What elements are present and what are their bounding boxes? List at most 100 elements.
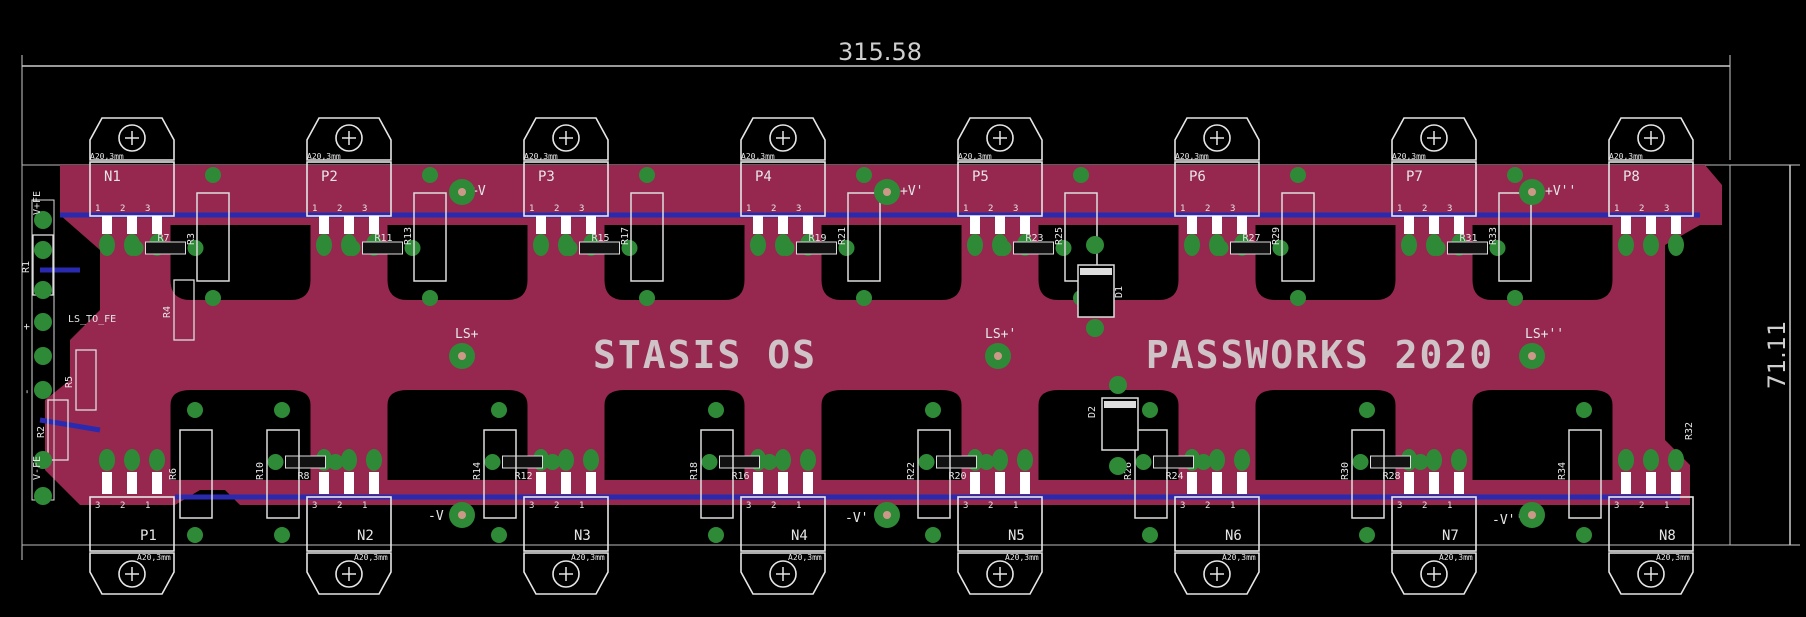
heatsink-label: A20,3mm — [958, 152, 992, 161]
resistor-label: R14 — [472, 462, 483, 480]
resistor-pad — [856, 290, 872, 306]
pin-lead — [1646, 216, 1656, 234]
resistor-body — [266, 429, 300, 519]
resistor-r27: R27 — [1212, 233, 1289, 256]
resistor-pad — [639, 290, 655, 306]
transistor-label: P4 — [755, 169, 772, 185]
pin-pad — [1668, 449, 1684, 471]
pin-number: 3 — [796, 204, 801, 214]
resistor-pad — [708, 527, 724, 543]
resistor-label: R17 — [620, 227, 631, 245]
pin-number: 1 — [963, 204, 968, 214]
pin-lead — [970, 216, 980, 234]
pin-lead — [1671, 472, 1681, 494]
pin-number: 2 — [1639, 204, 1644, 214]
transistor-label: N2 — [357, 528, 374, 544]
pin-lead — [1020, 216, 1030, 234]
pin-lead — [970, 472, 980, 494]
resistor-body — [1351, 429, 1385, 519]
resistor-label: R6 — [168, 468, 179, 480]
resistor-pad — [1290, 167, 1306, 183]
bottom-clearance — [1472, 390, 1613, 480]
pin-lead — [1671, 216, 1681, 234]
resistor-body — [579, 241, 620, 255]
resistor-body — [936, 455, 977, 469]
pin-lead — [1621, 216, 1631, 234]
mounting-hole — [769, 124, 797, 152]
pin-number: 2 — [988, 501, 993, 511]
resistor-r16: R16 — [701, 454, 778, 482]
resistor-body — [917, 429, 951, 519]
pin-number: 2 — [988, 204, 993, 214]
pin-number: 1 — [1230, 501, 1235, 511]
pin-number: 3 — [362, 204, 367, 214]
pin-number: 1 — [1013, 501, 1018, 511]
pin-number: 2 — [1422, 204, 1427, 214]
resistor-label: R31 — [1460, 233, 1478, 244]
pin-number: 1 — [796, 501, 801, 511]
resistor-body — [179, 429, 213, 519]
resistor-body — [847, 192, 881, 282]
transistor-label: N7 — [1442, 528, 1459, 544]
resistor-pad — [1352, 454, 1369, 470]
pin-lead — [995, 472, 1005, 494]
resistor-body — [483, 429, 517, 519]
heatsink-tab — [1391, 117, 1477, 161]
pin-lead — [586, 472, 596, 494]
resistor-label: R2 — [36, 426, 47, 438]
heatsink-tab — [1608, 552, 1694, 595]
resistor-pad — [701, 454, 718, 470]
resistor-label: R34 — [1557, 462, 1568, 480]
resistor-pad — [1055, 240, 1072, 256]
mounting-hole — [552, 124, 580, 152]
pin-lead — [319, 472, 329, 494]
resistor-body — [196, 192, 230, 282]
pin-number: 2 — [120, 204, 125, 214]
connector-label-ls: LS_TO_FE — [68, 314, 116, 325]
pin-pad — [967, 234, 983, 256]
heatsink-tab — [523, 552, 609, 595]
resistor-pad — [1272, 240, 1289, 256]
pin-number: 3 — [579, 204, 584, 214]
pin-pad — [1618, 234, 1634, 256]
pin-lead — [127, 472, 137, 494]
resistor-r4: R4 — [162, 279, 195, 341]
resistor-r26: R26 — [1123, 402, 1168, 543]
transistor-label: N6 — [1225, 528, 1242, 544]
resistor-pad — [1135, 454, 1152, 470]
mounting-hole — [1203, 560, 1231, 588]
resistor-label: R24 — [1166, 471, 1184, 482]
rail-label-bottom-2: -V' — [845, 511, 868, 526]
resistor-pad — [925, 527, 941, 543]
resistor-r19: R19 — [778, 233, 855, 256]
transistor-label: P2 — [321, 169, 338, 185]
resistor-pad — [995, 240, 1012, 256]
resistor-pad — [205, 167, 221, 183]
resistor-pad — [491, 402, 507, 418]
pin-lead — [1237, 216, 1247, 234]
resistor-body — [1281, 192, 1315, 282]
resistor-pad — [1507, 290, 1523, 306]
pin-number: 2 — [554, 204, 559, 214]
pin-number: 3 — [1013, 204, 1018, 214]
resistor-pad — [1142, 527, 1158, 543]
pin-number: 2 — [771, 501, 776, 511]
transistor-label: P7 — [1406, 169, 1423, 185]
pin-pad — [124, 449, 140, 471]
pin-lead — [152, 216, 162, 234]
transistor-label: P8 — [1623, 169, 1640, 185]
resistor-body — [700, 429, 734, 519]
r32-label: R32 — [1684, 422, 1695, 440]
pin-pad — [99, 449, 115, 471]
mounting-hole — [1637, 560, 1665, 588]
transistor-body — [1608, 496, 1694, 552]
resistor-pad — [274, 402, 290, 418]
pin-pad — [800, 449, 816, 471]
resistor-r3: R3 — [186, 167, 230, 306]
pin-pad — [316, 234, 332, 256]
resistor-label: R21 — [837, 227, 848, 245]
rail-label-bottom-1: -V — [428, 509, 444, 524]
